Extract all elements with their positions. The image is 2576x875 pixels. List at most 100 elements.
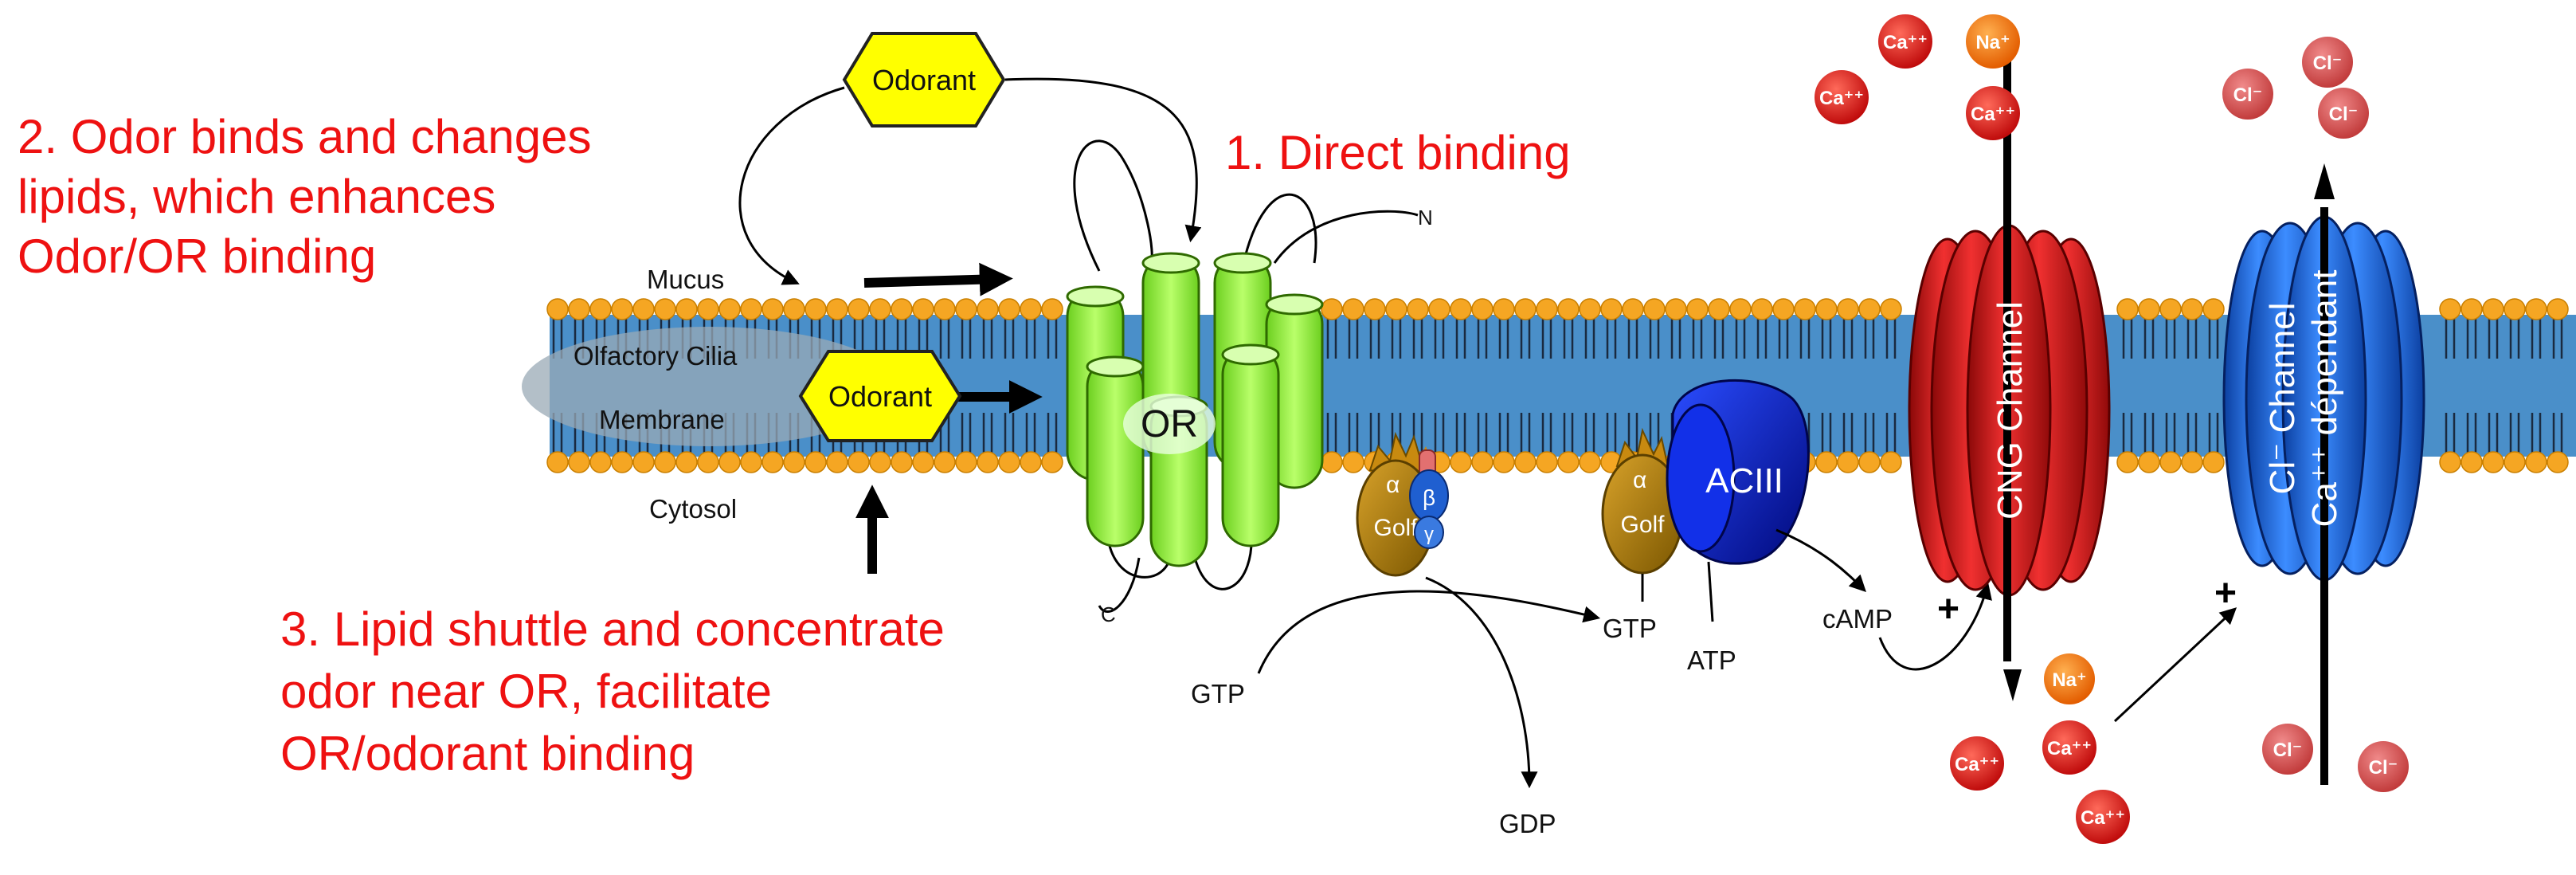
lipid-head <box>1450 451 1472 473</box>
g1-beta: β <box>1423 485 1435 510</box>
svg-text:Cl⁻: Cl⁻ <box>2329 104 2359 125</box>
lipid-head <box>912 298 934 320</box>
lipid-head <box>1536 451 1558 473</box>
lipid-head <box>1600 298 1623 320</box>
lipid-head <box>2181 451 2203 473</box>
lipid-tail <box>1885 317 1897 359</box>
lipid-head <box>740 451 762 473</box>
ion-ca: Ca⁺⁺ <box>1878 14 1932 69</box>
lipid-head <box>1729 298 1752 320</box>
lipid-tail <box>961 413 972 454</box>
lipid-tail <box>1391 317 1402 359</box>
arrow-ca-to-cl <box>2113 607 2237 723</box>
lipid-head <box>934 298 956 320</box>
arrow-gtp-to-golf <box>1257 590 1601 674</box>
annotation-2-line1: 2. Odor binds and changes <box>18 110 592 163</box>
ion-ca: Ca⁺⁺ <box>2076 790 2130 844</box>
lipid-head <box>2461 298 2483 320</box>
lipid-head <box>869 298 891 320</box>
lipid-tail <box>2552 317 2563 359</box>
lipid-head <box>2525 298 2547 320</box>
lipid-head <box>848 298 870 320</box>
lipid-tail <box>1455 317 1466 359</box>
lipid-tail <box>1326 413 1337 454</box>
cytosol-label: Cytosol <box>649 494 737 524</box>
lipid-tail <box>1455 413 1466 454</box>
lipid-tail <box>1412 317 1423 359</box>
annotation-3-line3: OR/odorant binding <box>280 727 695 780</box>
lipid-tail <box>1606 413 1617 454</box>
or-n-terminus: N <box>1418 206 1433 230</box>
svg-text:Cl⁻: Cl⁻ <box>2369 757 2398 779</box>
lipid-head <box>1880 451 1902 473</box>
lipid-tail <box>2509 317 2520 359</box>
lipid-tail <box>1778 317 1789 359</box>
lipid-head <box>1815 298 1838 320</box>
lipid-head <box>1708 298 1730 320</box>
lipid-tail <box>1627 317 1638 359</box>
lipid-tail <box>1326 317 1337 359</box>
path-odorant-to-mucus <box>738 86 845 285</box>
svg-text:Ca⁺⁺: Ca⁺⁺ <box>2081 807 2125 829</box>
ion-ca: Ca⁺⁺ <box>1950 736 2004 791</box>
lipid-head <box>740 298 762 320</box>
lipid-head <box>2547 451 2569 473</box>
lipid-head <box>761 298 784 320</box>
lipid-head <box>718 451 741 473</box>
lipid-tail <box>2165 413 2176 454</box>
lipid-tail <box>2445 317 2456 359</box>
annotation-3-line2: odor near OR, facilitate <box>280 665 772 718</box>
lipid-tail <box>1520 317 1531 359</box>
lipid-tail <box>1047 317 1058 359</box>
lipid-head <box>1493 451 1515 473</box>
lipid-head <box>632 451 655 473</box>
lipid-head <box>1579 298 1601 320</box>
lipid-tail <box>1692 317 1703 359</box>
lipid-tail <box>2552 413 2563 454</box>
g1-golf: Golf <box>1373 515 1418 541</box>
lipid-head <box>1665 298 1687 320</box>
arrow-atp-to-camp <box>1775 528 1866 592</box>
lipid-tail <box>2488 413 2499 454</box>
lipid-head <box>589 298 612 320</box>
lipid-tail <box>2531 413 2542 454</box>
g2-golf: Golf <box>1620 512 1665 538</box>
gtp-label-1: GTP <box>1191 679 1245 708</box>
lipid-head <box>2116 451 2139 473</box>
lipid-head <box>977 298 999 320</box>
lipid-tail <box>939 317 950 359</box>
svg-text:Ca⁺⁺: Ca⁺⁺ <box>1883 32 1928 53</box>
lipid-head <box>546 298 569 320</box>
lipid-tail <box>2122 317 2133 359</box>
lipid-head <box>2439 298 2461 320</box>
gdp-label: GDP <box>1499 809 1556 838</box>
lipid-tail <box>1713 317 1725 359</box>
lipid-head <box>869 451 891 473</box>
lipid-head <box>955 451 977 473</box>
lipid-tail <box>1649 317 1660 359</box>
g2-alpha: α <box>1633 467 1646 493</box>
lipid-head <box>611 298 633 320</box>
svg-text:Cl⁻: Cl⁻ <box>2313 53 2343 74</box>
lipid-head <box>1536 298 1558 320</box>
lipid-tail <box>1477 413 1488 454</box>
cl-channel-label-line2: Ca⁺⁺ dépendant <box>2305 270 2344 528</box>
lipid-tail <box>1004 317 1015 359</box>
lipid-head <box>1514 451 1537 473</box>
lipid-tail <box>1498 317 1509 359</box>
lipid-head <box>1407 298 1429 320</box>
ion-ca: Ca⁺⁺ <box>1815 70 1869 124</box>
lipid-tail <box>1025 317 1036 359</box>
lipid-tail <box>2466 413 2477 454</box>
lipid-head <box>2116 298 2139 320</box>
lipid-head <box>955 298 977 320</box>
svg-text:Ca⁺⁺: Ca⁺⁺ <box>2047 738 2092 759</box>
lipid-head <box>1858 451 1881 473</box>
lipid-head <box>1794 298 1816 320</box>
lipid-head <box>1450 298 1472 320</box>
adenylyl-cyclase-3: ACIII <box>1666 379 1810 622</box>
lipid-head <box>718 298 741 320</box>
svg-text:Ca⁺⁺: Ca⁺⁺ <box>1955 754 1999 775</box>
lipid-tail <box>1477 317 1488 359</box>
arrow-to-gdp <box>1425 576 1538 789</box>
